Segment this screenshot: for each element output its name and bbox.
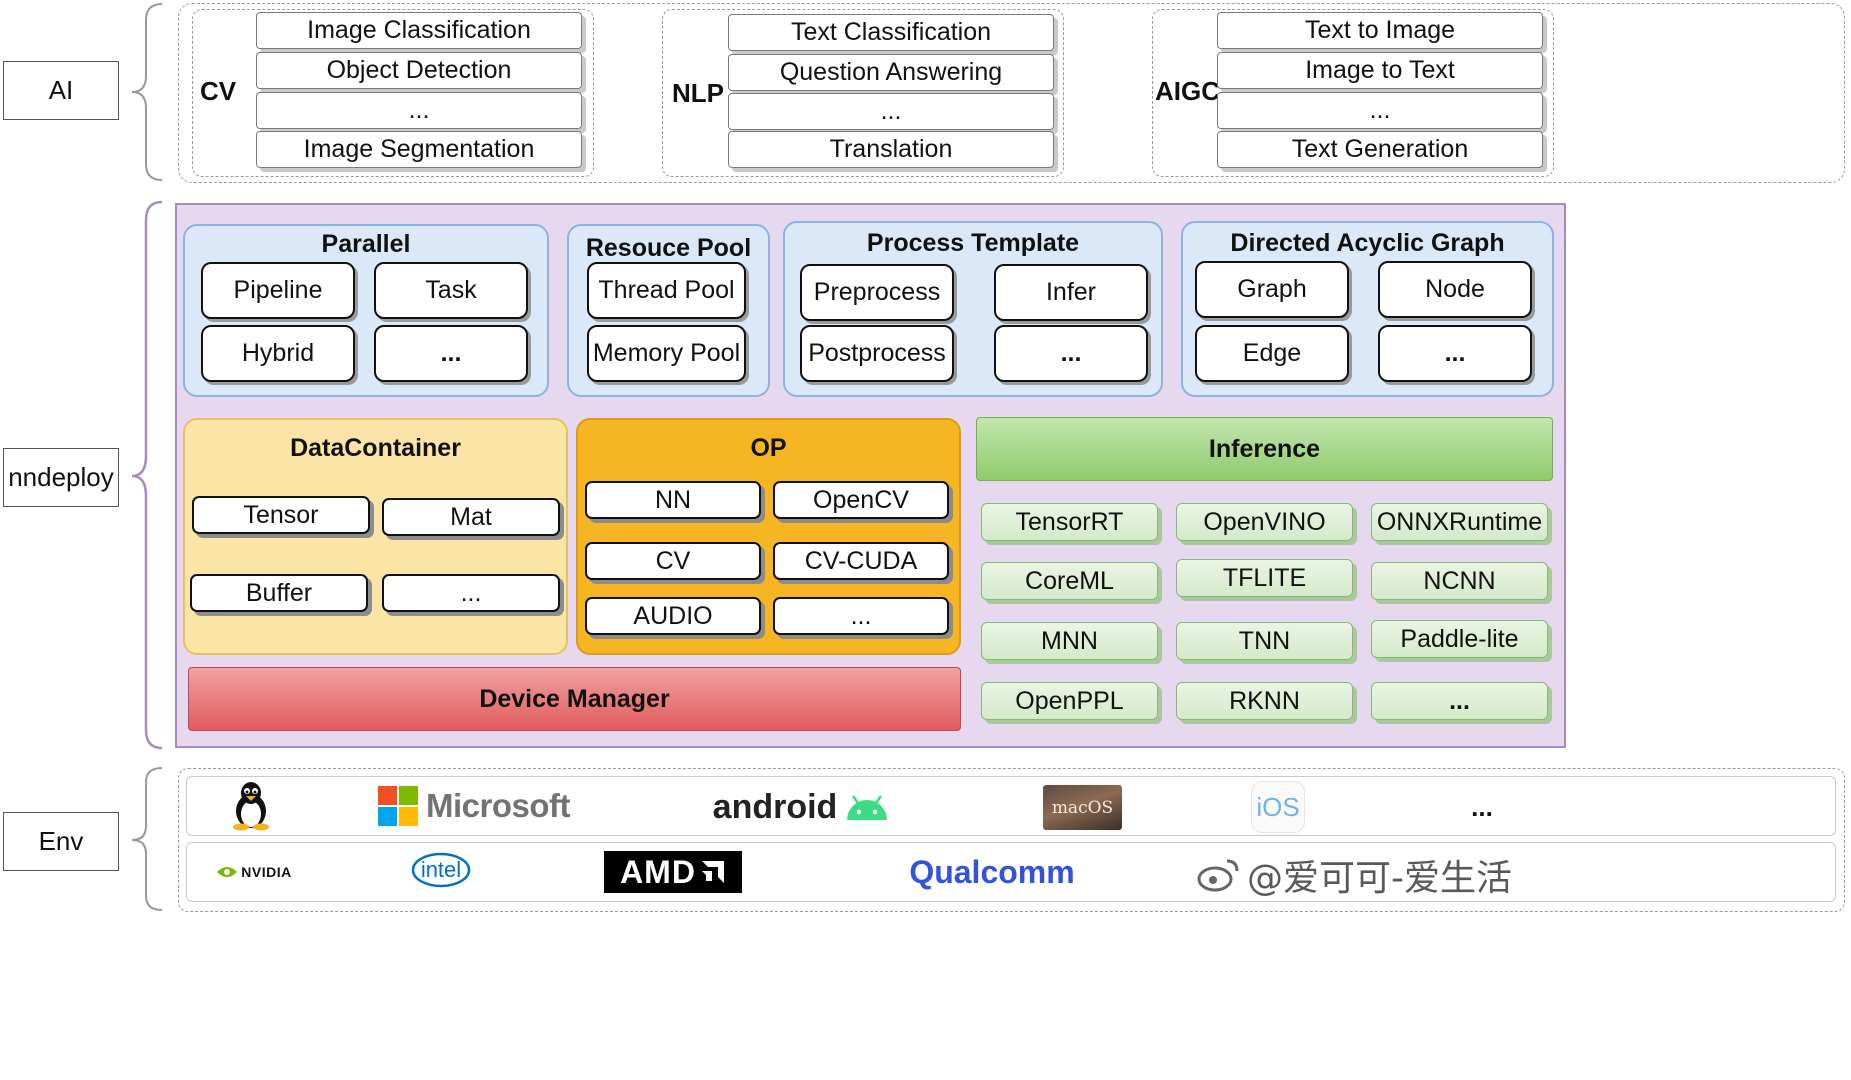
ai-brace bbox=[131, 3, 163, 181]
layer-label-ai: AI bbox=[3, 61, 119, 120]
cv-task-4: Image Segmentation bbox=[256, 131, 582, 168]
android-robot-icon bbox=[847, 795, 888, 820]
os-more: ... bbox=[1471, 791, 1493, 822]
microsoft-logo: Microsoft bbox=[378, 783, 571, 829]
engine-onnxruntime: ONNXRuntime bbox=[1371, 503, 1548, 541]
engine-ncnn: NCNN bbox=[1371, 562, 1548, 600]
ios-logo: iOS bbox=[1251, 781, 1305, 833]
dag-node: Node bbox=[1378, 261, 1532, 318]
qualcomm-wordmark: Qualcomm bbox=[909, 853, 1075, 890]
inference-header: Inference bbox=[976, 417, 1553, 481]
inference-title: Inference bbox=[1208, 434, 1321, 463]
cv-group-label: CV bbox=[200, 76, 237, 106]
intel-logo: intel bbox=[411, 849, 471, 891]
android-wordmark: android bbox=[712, 787, 838, 826]
nvidia-logo: NVIDIA bbox=[214, 858, 294, 886]
op-title: OP bbox=[750, 434, 787, 462]
engine-tnn: TNN bbox=[1176, 622, 1353, 660]
microsoft-wordmark: Microsoft bbox=[426, 787, 571, 824]
windows-squares-icon bbox=[378, 786, 418, 826]
aigc-task-3: ... bbox=[1217, 92, 1543, 129]
engine-openvino: OpenVINO bbox=[1176, 503, 1353, 541]
nvidia-wordmark: NVIDIA bbox=[241, 864, 292, 880]
parallel-hybrid: Hybrid bbox=[201, 325, 355, 382]
dag-edge: Edge bbox=[1195, 325, 1349, 382]
amd-arrow-icon bbox=[701, 861, 724, 883]
weibo-icon bbox=[1197, 859, 1239, 892]
infer: Infer bbox=[994, 264, 1148, 321]
layer-label-env: Env bbox=[3, 812, 119, 871]
nlp-task-1: Text Classification bbox=[728, 14, 1054, 51]
op-nn: NN bbox=[585, 481, 761, 519]
engine-rknn: RKNN bbox=[1176, 682, 1353, 720]
process-template-more: ... bbox=[994, 325, 1148, 382]
nndeploy-brace bbox=[131, 200, 163, 750]
engine-paddle-lite: Paddle-lite bbox=[1371, 620, 1548, 658]
op-cv: CV bbox=[585, 542, 761, 580]
memory-pool: Memory Pool bbox=[587, 325, 746, 382]
macos-logo: macOS bbox=[1043, 785, 1122, 830]
engine-tflite: TFLITE bbox=[1176, 559, 1353, 597]
postprocess: Postprocess bbox=[800, 325, 954, 382]
engine-mnn: MNN bbox=[981, 622, 1158, 660]
op-opencv: OpenCV bbox=[773, 481, 949, 519]
op-more: ... bbox=[773, 597, 949, 635]
macos-wordmark: macOS bbox=[1051, 797, 1114, 818]
watermark: @爱可可-爱生活 bbox=[1197, 850, 1557, 900]
linux-tux-icon bbox=[228, 781, 274, 831]
parallel-more: ... bbox=[374, 325, 528, 382]
engine-tensorrt: TensorRT bbox=[981, 503, 1158, 541]
data-container-title: DataContainer bbox=[290, 434, 461, 462]
mat: Mat bbox=[382, 498, 560, 536]
nlp-group-label: NLP bbox=[672, 78, 724, 108]
os-row bbox=[186, 776, 1836, 836]
parallel-pipeline: Pipeline bbox=[201, 262, 355, 319]
watermark-text: @爱可可-爱生活 bbox=[1247, 858, 1512, 899]
engine-more: ... bbox=[1371, 682, 1548, 720]
device-manager-label: Device Manager bbox=[479, 684, 670, 713]
dag-graph: Graph bbox=[1195, 261, 1349, 318]
data-container-more: ... bbox=[382, 574, 560, 612]
aigc-task-1: Text to Image bbox=[1217, 12, 1543, 49]
tensor: Tensor bbox=[192, 496, 370, 534]
data-container-panel: DataContainer bbox=[183, 418, 568, 655]
buffer: Buffer bbox=[190, 574, 368, 612]
parallel-title: Parallel bbox=[321, 230, 411, 258]
parallel-task: Task bbox=[374, 262, 528, 319]
resource-pool-title: Resouce Pool bbox=[585, 234, 752, 262]
op-audio: AUDIO bbox=[585, 597, 761, 635]
aigc-task-4: Text Generation bbox=[1217, 131, 1543, 168]
intel-wordmark: intel bbox=[420, 857, 462, 882]
cv-task-3: ... bbox=[256, 92, 582, 129]
engine-openppl: OpenPPL bbox=[981, 682, 1158, 720]
thread-pool: Thread Pool bbox=[587, 262, 746, 319]
env-brace bbox=[131, 767, 163, 911]
layer-label-nndeploy: nndeploy bbox=[3, 448, 119, 507]
aigc-group-label: AIGC bbox=[1155, 76, 1220, 106]
cv-task-2: Object Detection bbox=[256, 52, 582, 89]
device-manager-bar: Device Manager bbox=[188, 667, 961, 731]
qualcomm-logo: Qualcomm bbox=[909, 852, 1075, 892]
dag-more: ... bbox=[1378, 325, 1532, 382]
nlp-task-2: Question Answering bbox=[728, 54, 1054, 91]
op-cv-cuda: CV-CUDA bbox=[773, 542, 949, 580]
amd-wordmark: AMD bbox=[620, 853, 696, 890]
hardware-row bbox=[186, 842, 1836, 902]
ios-wordmark: iOS bbox=[1256, 791, 1300, 822]
dag-title: Directed Acyclic Graph bbox=[1230, 229, 1505, 257]
engine-coreml: CoreML bbox=[981, 562, 1158, 600]
aigc-task-2: Image to Text bbox=[1217, 52, 1543, 89]
process-template-title: Process Template bbox=[866, 229, 1080, 257]
nlp-task-3: ... bbox=[728, 93, 1054, 130]
cv-task-1: Image Classification bbox=[256, 12, 582, 49]
preprocess: Preprocess bbox=[800, 264, 954, 321]
amd-logo: AMD bbox=[604, 851, 742, 893]
android-logo: android bbox=[712, 785, 892, 829]
nlp-task-4: Translation bbox=[728, 131, 1054, 168]
nvidia-eye-icon bbox=[217, 867, 238, 877]
